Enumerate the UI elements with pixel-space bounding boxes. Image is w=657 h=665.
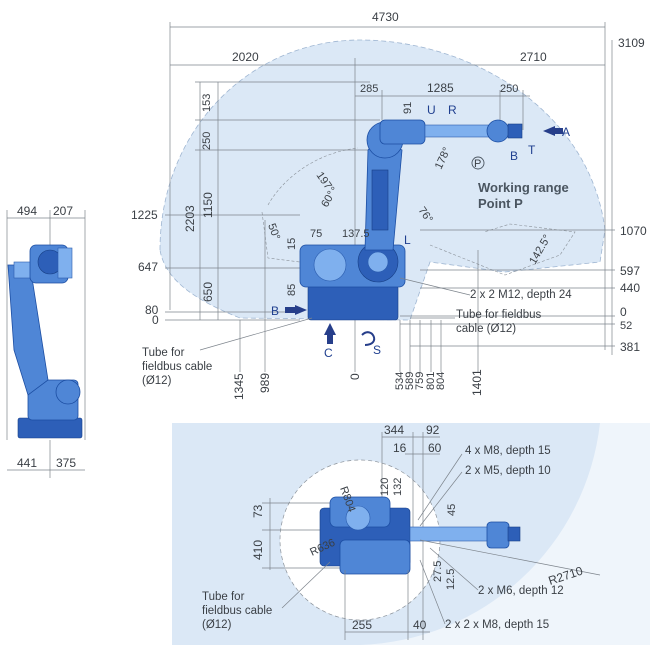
dim-seg-285: 285	[360, 83, 378, 95]
dim-534: 534	[394, 372, 406, 390]
dim-255: 255	[352, 618, 372, 632]
robot-front-illustration	[7, 244, 83, 439]
dim-207: 207	[53, 204, 73, 218]
callout-top-tube-line1: Tube for	[202, 591, 245, 603]
dim-12-5: 12.5	[445, 569, 457, 590]
callout-tube-left-line1: Tube for	[142, 347, 185, 359]
dim-91: 91	[402, 102, 414, 114]
callout-2x-m5: 2 x M5, depth 10	[465, 465, 551, 477]
callout-tube-left-line2: fieldbus cable	[142, 361, 212, 373]
dim-45: 45	[446, 504, 458, 516]
callout-4x-m8: 4 x M8, depth 15	[465, 445, 551, 457]
callout-m12: 2 x 2 M12, depth 24	[470, 289, 572, 301]
axis-label-t: T	[528, 143, 536, 157]
dim-1225: 1225	[131, 208, 158, 222]
axis-label-s: S	[373, 343, 381, 357]
axis-label-p: P	[474, 158, 481, 170]
callout-top-tube-line2: fieldbus cable	[202, 605, 272, 617]
callout-tube-right-line1: Tube for fieldbus	[456, 309, 541, 321]
dim-40-b: 40	[413, 618, 427, 632]
dim-132: 132	[392, 478, 404, 496]
dim-92: 92	[426, 423, 440, 437]
dim-left-zero: 0	[152, 313, 159, 327]
axis-label-c: C	[324, 346, 333, 360]
dim-1150: 1150	[201, 192, 215, 218]
axis-label-r: R	[448, 103, 457, 117]
dim-381: 381	[620, 340, 640, 354]
robot-side-illustration	[299, 119, 523, 321]
side-view: 4730 2020 2710 285 1285 250 3109 1070 59…	[131, 10, 647, 400]
dim-seg-250: 250	[500, 83, 518, 95]
axis-label-u: U	[427, 103, 436, 117]
dim-120: 120	[379, 478, 391, 496]
arrow-c-icon	[324, 323, 336, 335]
dim-989: 989	[258, 373, 272, 393]
robot-top-illustration	[319, 496, 521, 575]
dim-15: 15	[286, 238, 298, 250]
dim-494: 494	[17, 204, 37, 218]
dim-52: 52	[620, 320, 632, 332]
dim-440: 440	[620, 281, 640, 295]
dim-589: 589	[404, 372, 416, 390]
dim-1070: 1070	[620, 224, 647, 238]
dim-2203: 2203	[183, 205, 197, 232]
front-view: 494 207 441 375	[6, 204, 86, 478]
dim-804: 804	[435, 372, 447, 390]
axis-label-a: A	[562, 125, 570, 139]
working-range-point: Point P	[478, 196, 523, 211]
dim-73: 73	[251, 504, 265, 518]
dim-85: 85	[286, 284, 298, 296]
dim-width-total: 4730	[372, 10, 399, 24]
rotation-s-icon	[361, 331, 376, 346]
dim-27-5: 27.5	[432, 561, 444, 582]
dim-16: 16	[393, 441, 407, 455]
arrow-a-icon	[543, 126, 555, 136]
point-p-marker	[471, 156, 485, 170]
dim-1401: 1401	[470, 369, 484, 396]
top-view: 344 92 16 60 73 410 R804 R636 120 132 45…	[172, 423, 650, 645]
dim-759: 759	[414, 372, 426, 390]
arrow-b-icon	[295, 305, 307, 315]
dim-height-total: 3109	[618, 36, 645, 50]
dim-647: 647	[138, 260, 158, 274]
dim-60: 60	[428, 441, 442, 455]
callout-2x-m6: 2 x M6, depth 12	[478, 585, 564, 597]
dim-1345: 1345	[232, 373, 246, 400]
angle-50: 50°	[265, 222, 282, 242]
dim-410: 410	[251, 540, 265, 560]
callout-tube-right-line2: cable (Ø12)	[456, 323, 516, 335]
dim-seg-1285: 1285	[427, 81, 454, 95]
dim-344: 344	[384, 423, 404, 437]
callout-top-tube-line3: (Ø12)	[202, 619, 232, 631]
callout-2x2x-m8: 2 x 2 x M8, depth 15	[445, 619, 549, 631]
dim-bottom-zero: 0	[348, 373, 362, 380]
dim-80: 80	[145, 303, 159, 317]
dim-width-left: 2020	[232, 50, 259, 64]
dim-width-right: 2710	[520, 50, 547, 64]
dim-441: 441	[17, 456, 37, 470]
dim-right-zero: 0	[620, 305, 627, 319]
axis-label-b-wrist: B	[510, 149, 518, 163]
axis-label-l: L	[404, 233, 411, 247]
dim-801: 801	[425, 372, 437, 390]
working-range-title: Working range	[478, 180, 569, 195]
dim-153: 153	[201, 94, 213, 112]
dim-137-5: 137.5	[342, 228, 370, 240]
dim-597: 597	[620, 264, 640, 278]
dim-650: 650	[201, 282, 215, 302]
axis-label-b: B	[271, 304, 279, 318]
callout-tube-left-line3: (Ø12)	[142, 375, 172, 387]
dim-250-v: 250	[201, 132, 213, 150]
dim-75: 75	[310, 228, 322, 240]
dim-375: 375	[56, 456, 76, 470]
